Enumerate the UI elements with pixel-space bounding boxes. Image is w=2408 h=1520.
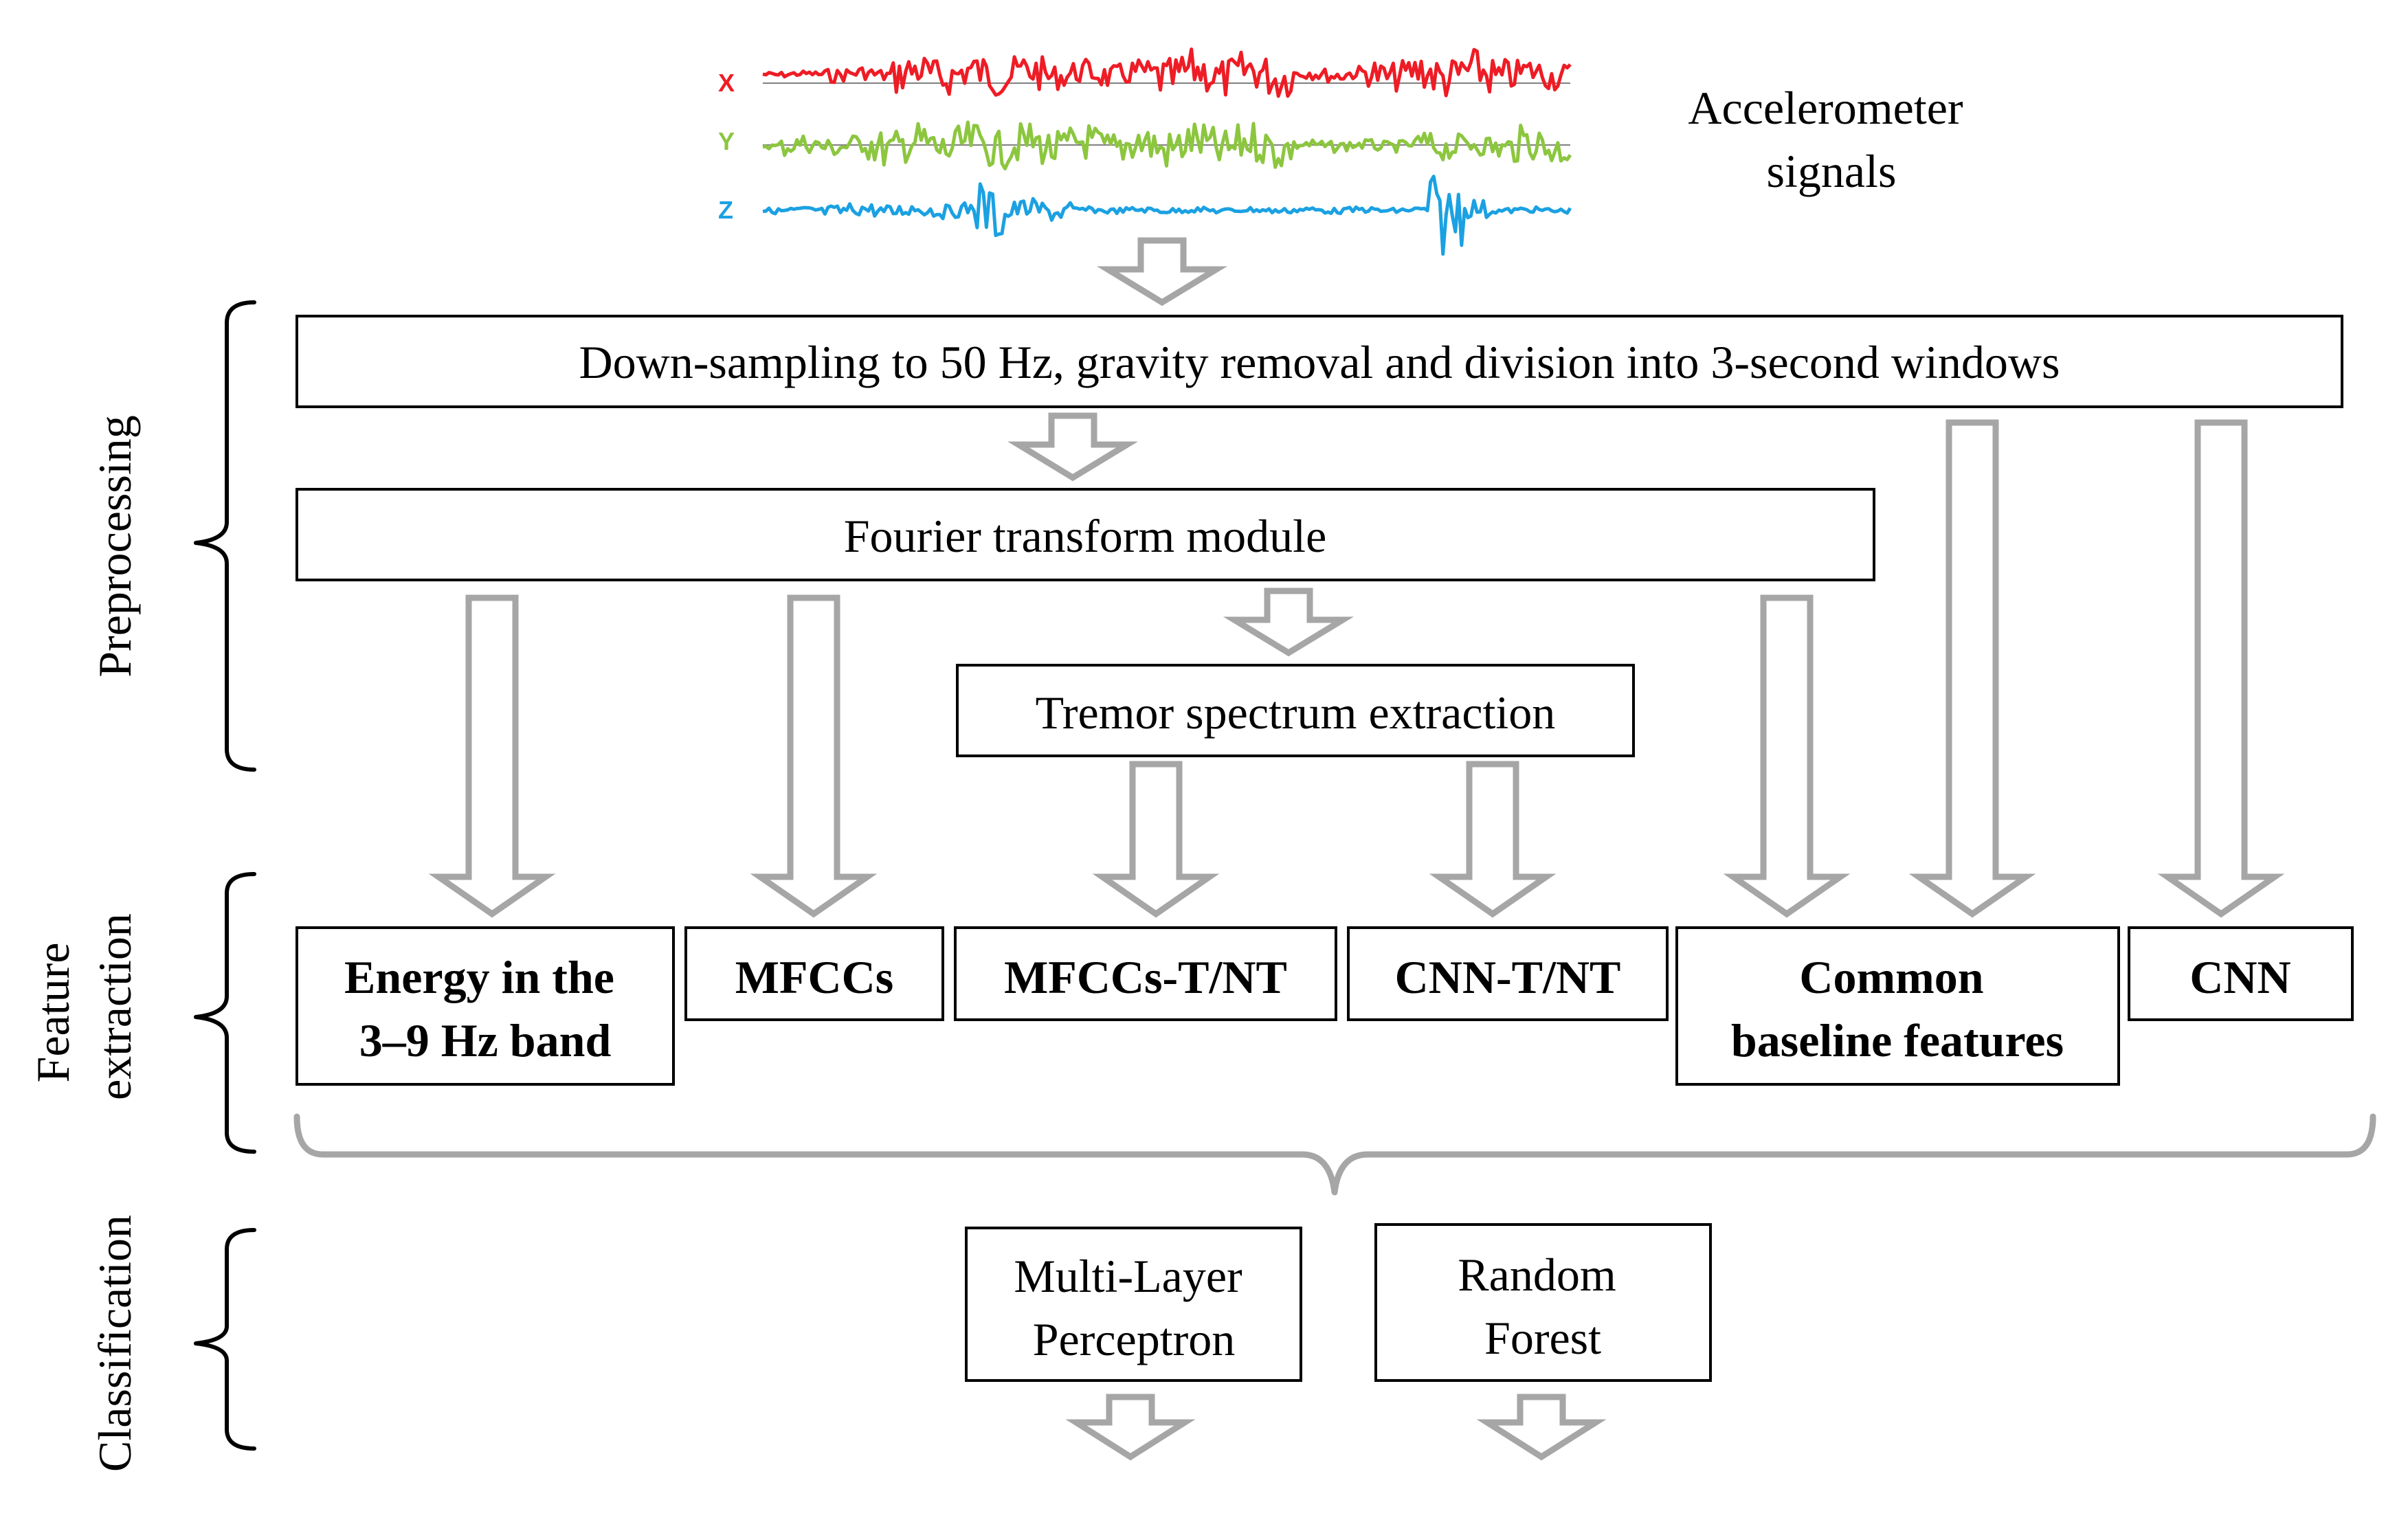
arrow-preprocessing-to-fourier [1007,412,1139,482]
arrow-to-mfccs [750,594,878,918]
feature-energy-box: Energy in the 3–9 Hz band [296,926,675,1086]
arrow-to-cnn-tnt [1429,761,1557,918]
x-signal-trace [762,47,1572,98]
feature-common-baseline-line-2: baseline features [1731,1014,2064,1066]
classification-brace [194,1228,256,1451]
classifier-mlp-line-2: Perceptron [1033,1313,1236,1365]
feature-cnn-tnt-label: CNN-T/NT [1395,951,1621,1003]
feature-common-baseline-box: Common baseline features [1675,926,2120,1086]
y-axis-label: Y [718,127,735,155]
preprocessing-brace [194,300,256,772]
z-axis-label: Z [718,196,733,224]
downsampling-label: Down-sampling to 50 Hz, gravity removal … [579,336,2060,388]
classifier-rf-line-1: Random [1458,1249,1616,1301]
classifier-rf-label: Random Forest [1458,1249,1627,1364]
stage-label-feature-extraction-line-2: extraction [89,913,141,1100]
feature-mfccs-tnt-label: MFCCs-T/NT [1004,951,1287,1003]
arrow-fourier-to-tremor [1223,588,1354,657]
feature-energy-line-2: 3–9 Hz band [359,1014,612,1066]
feature-energy-line-1: Energy in the [344,951,614,1003]
stage-label-classification: Classification [89,1215,141,1472]
feature-common-baseline-label: Common baseline features [1731,951,2064,1066]
tremor-spectrum-label: Tremor spectrum extraction [1036,686,1556,739]
feature-cnn-box: CNN [2128,926,2354,1021]
arrow-to-common-baseline [1723,594,1851,918]
feature-cnn-label: CNN [2189,951,2290,1003]
flow-arrows [428,237,2285,1461]
classifier-mlp-box: Multi-Layer Perceptron [965,1227,1302,1382]
arrow-preprocessing-to-cnn [2157,419,2285,918]
signals-caption: Accelerometer signals [1688,82,1974,197]
feature-mfccs-tnt-box: MFCCs-T/NT [954,926,1337,1021]
arrow-preprocessing-to-common-baseline [1908,419,2036,918]
z-signal-trace [762,175,1572,256]
feature-mfccs-label: MFCCs [735,951,893,1003]
classifier-mlp-line-1: Multi-Layer [1014,1250,1242,1302]
arrow-to-mfccs-tnt [1092,761,1220,918]
signals-caption-line-2: signals [1767,145,1897,197]
arrow-to-energy [428,594,556,918]
feature-cnn-tnt-box: CNN-T/NT [1347,926,1669,1021]
classifier-mlp-label: Multi-Layer Perceptron [1014,1250,1253,1365]
feature-extraction-brace [194,872,256,1154]
accelerometer-signals: X Y Z [718,47,1572,256]
y-signal-trace [762,120,1572,170]
classifier-rf-box: Random Forest [1374,1223,1712,1382]
fourier-transform-box: Fourier transform module [296,488,1875,581]
downsampling-box: Down-sampling to 50 Hz, gravity removal … [296,315,2343,408]
stage-label-feature-extraction-line-1: Feature [27,943,79,1083]
feature-mfccs-box: MFCCs [684,926,944,1021]
arrow-signals-to-preprocessing [1096,237,1228,306]
features-merge-brace [293,1113,2376,1196]
stage-label-preprocessing: Preprocessing [89,415,141,677]
fourier-transform-label: Fourier transform module [844,510,1327,562]
arrow-rf-output [1476,1394,1607,1461]
x-axis-label: X [718,69,735,97]
signals-caption-line-1: Accelerometer [1688,82,1963,134]
classifier-rf-line-2: Forest [1484,1312,1601,1364]
tremor-spectrum-box: Tremor spectrum extraction [956,664,1635,757]
feature-common-baseline-line-1: Common [1799,951,1983,1003]
stage-label-feature-extraction: Feature extraction [27,913,141,1100]
arrow-mlp-output [1065,1394,1196,1461]
feature-energy-label: Energy in the 3–9 Hz band [344,951,626,1066]
